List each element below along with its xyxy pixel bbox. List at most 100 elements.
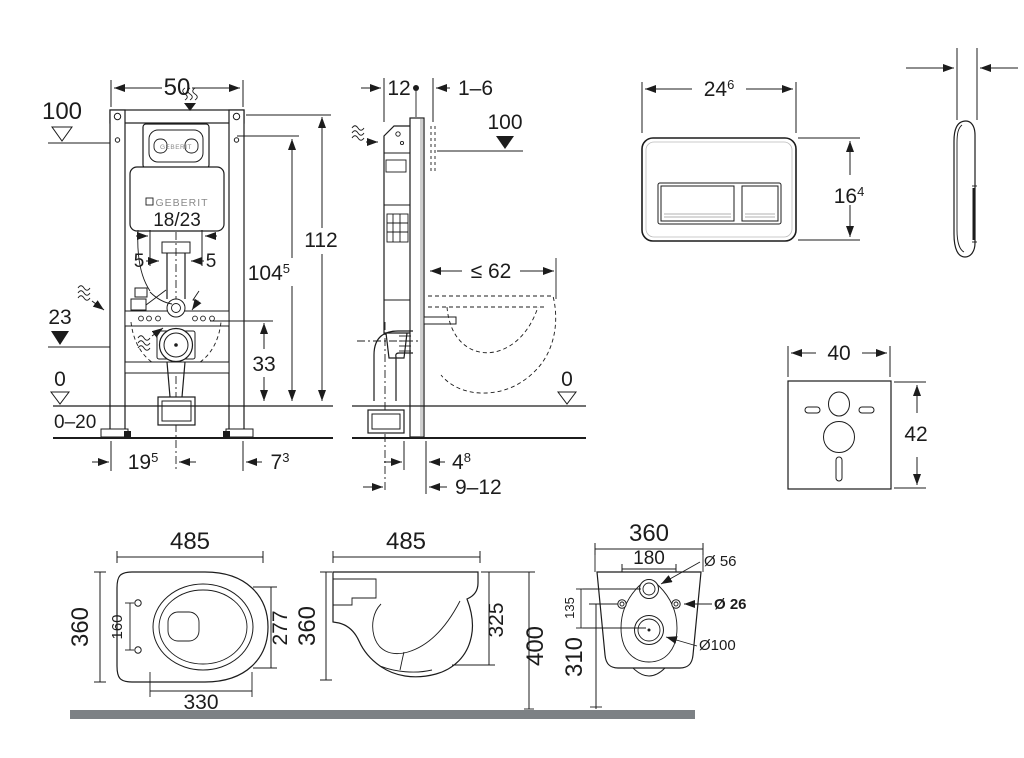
water-inlet-hole (639, 579, 659, 599)
dim-246-label: 246 (704, 77, 735, 101)
leader-d56: Ø 56 (660, 553, 737, 585)
dim-le62-label: ≤ 62 (471, 260, 512, 283)
bowl-side-details (333, 578, 461, 673)
dim-mat-height: 42 (894, 381, 928, 489)
dim-135-label: 135 (562, 597, 577, 619)
leader-d26: Ø 26 (684, 596, 747, 613)
floor-bar (70, 710, 695, 719)
fixing-hole-left-inner (619, 601, 625, 607)
water-inlet-assembly (130, 229, 173, 311)
fixing-hole-right-inner (673, 601, 679, 607)
dim-bottom-width: 330 (149, 672, 253, 714)
dim-135: 135 (562, 588, 646, 629)
level-mark-23: 23 (48, 306, 110, 348)
mat-slot-left (804, 406, 821, 414)
frame-front-view: 50 100 GEBERIT GEBERIT 18/23 (42, 74, 338, 474)
dim-50-label: 50 (164, 74, 191, 101)
support-crossmember (124, 310, 230, 327)
dim-5-left: 5 (134, 251, 159, 272)
frame-screw-icon (113, 112, 122, 121)
level-mark-0-side: 0 (557, 368, 577, 405)
dim-5-right: 5 (191, 251, 216, 272)
inspection-box-logo: GEBERIT (160, 144, 192, 151)
level-open-triangle-icon (50, 391, 70, 405)
toilet-side-view: 485 360 325 400 (294, 528, 549, 710)
flush-outlet-opening (167, 611, 200, 642)
dim-48: 48 (384, 441, 471, 494)
dim-310-label: 310 (561, 637, 588, 677)
dim-330-label: 330 (183, 691, 218, 714)
outlet-center-dot (647, 628, 651, 632)
water-supply-side-icon (351, 125, 378, 146)
water-inlet-hole-inner (642, 582, 656, 596)
dim-164-label: 164 (834, 184, 865, 208)
flush-plate-front-view: 246 164 (641, 77, 865, 242)
frame-feet (100, 428, 254, 438)
dim-195-73: 195 73 (92, 441, 289, 474)
level-23-label: 23 (48, 306, 71, 329)
level-0-label: 0 (54, 368, 66, 391)
dim-d100-label: Ø100 (699, 637, 736, 654)
dim-485-top-label: 485 (170, 528, 210, 555)
level-open-triangle-icon (557, 391, 577, 405)
dim-rear-width: 360 (594, 520, 704, 572)
dim-plate-width: 246 (641, 77, 797, 133)
cistern-type-label: 18/23 (153, 210, 201, 231)
level-mark-100: 100 (42, 98, 110, 144)
level-filled-triangle-icon (496, 136, 514, 149)
dim-depth-12: 12 (361, 77, 419, 122)
level-mark-100-side: 100 (437, 111, 523, 152)
frame-post-right (228, 109, 245, 438)
level-100-side-label: 100 (487, 111, 522, 134)
bowl-rim-inner (158, 589, 248, 665)
floor-range-label: 0–20 (54, 412, 96, 433)
fixing-hole-right (671, 599, 681, 609)
mat-top-hole (828, 391, 850, 417)
level-0-side-label: 0 (561, 368, 573, 391)
dim-104-label: 1045 (248, 261, 290, 285)
dim-325-label: 325 (485, 602, 508, 637)
dim-400-label: 400 (522, 626, 549, 666)
plate-profile-body (953, 120, 976, 258)
plate-profile-inner-line (956, 124, 965, 253)
frame-top-rail (109, 109, 245, 124)
dim-9-12: 9–12 (363, 476, 502, 499)
dim-total-height: 400 (481, 571, 549, 710)
mat-slot-right (858, 406, 875, 414)
dim-plate-height: 164 (798, 137, 865, 241)
flush-buttons (657, 182, 782, 225)
dim-33-label: 33 (252, 353, 275, 376)
dim-hinge-spacing: 160 (109, 602, 134, 651)
toilet-rear-view: 360 180 Ø 56 Ø 26 Ø100 (561, 520, 747, 709)
bowl-rim-outer (152, 583, 254, 671)
inspection-box: GEBERIT (142, 123, 210, 169)
hinge-hole-bottom (134, 646, 142, 654)
dim-360-top-label: 360 (67, 607, 94, 647)
dim-9-12-label: 9–12 (455, 476, 502, 499)
flush-plate-inner-contour (645, 141, 793, 238)
dim-d26-label: Ø 26 (714, 596, 747, 613)
cistern-body: GEBERIT 18/23 (129, 166, 225, 232)
dim-1-6-label: 1–6 (458, 77, 493, 100)
dim-160-label: 160 (109, 614, 126, 639)
fixing-hole-left (617, 599, 627, 609)
dim-height-33: 33 (210, 320, 276, 401)
dim-48-label: 48 (452, 450, 471, 474)
level-open-triangle-icon (51, 126, 73, 142)
toilet-top-view: 485 360 160 277 330 (67, 528, 292, 714)
dim-12-label: 12 (387, 77, 410, 100)
dim-bowl-length-side: 485 (332, 528, 481, 563)
dim-360-rear-label: 360 (629, 520, 669, 547)
water-supply-center-icon (137, 327, 164, 351)
leader-d100: Ø100 (665, 636, 736, 654)
inlet-valve-inner (171, 303, 181, 313)
bowl-side-outline (332, 571, 479, 678)
level-mark-0: 0 (50, 368, 70, 405)
frame-anchor-icon (233, 137, 240, 143)
geberit-logo-square-icon (145, 197, 154, 206)
dim-42-label: 42 (904, 423, 927, 446)
drain-elbow (357, 322, 419, 493)
water-supply-left-icon (77, 285, 105, 311)
